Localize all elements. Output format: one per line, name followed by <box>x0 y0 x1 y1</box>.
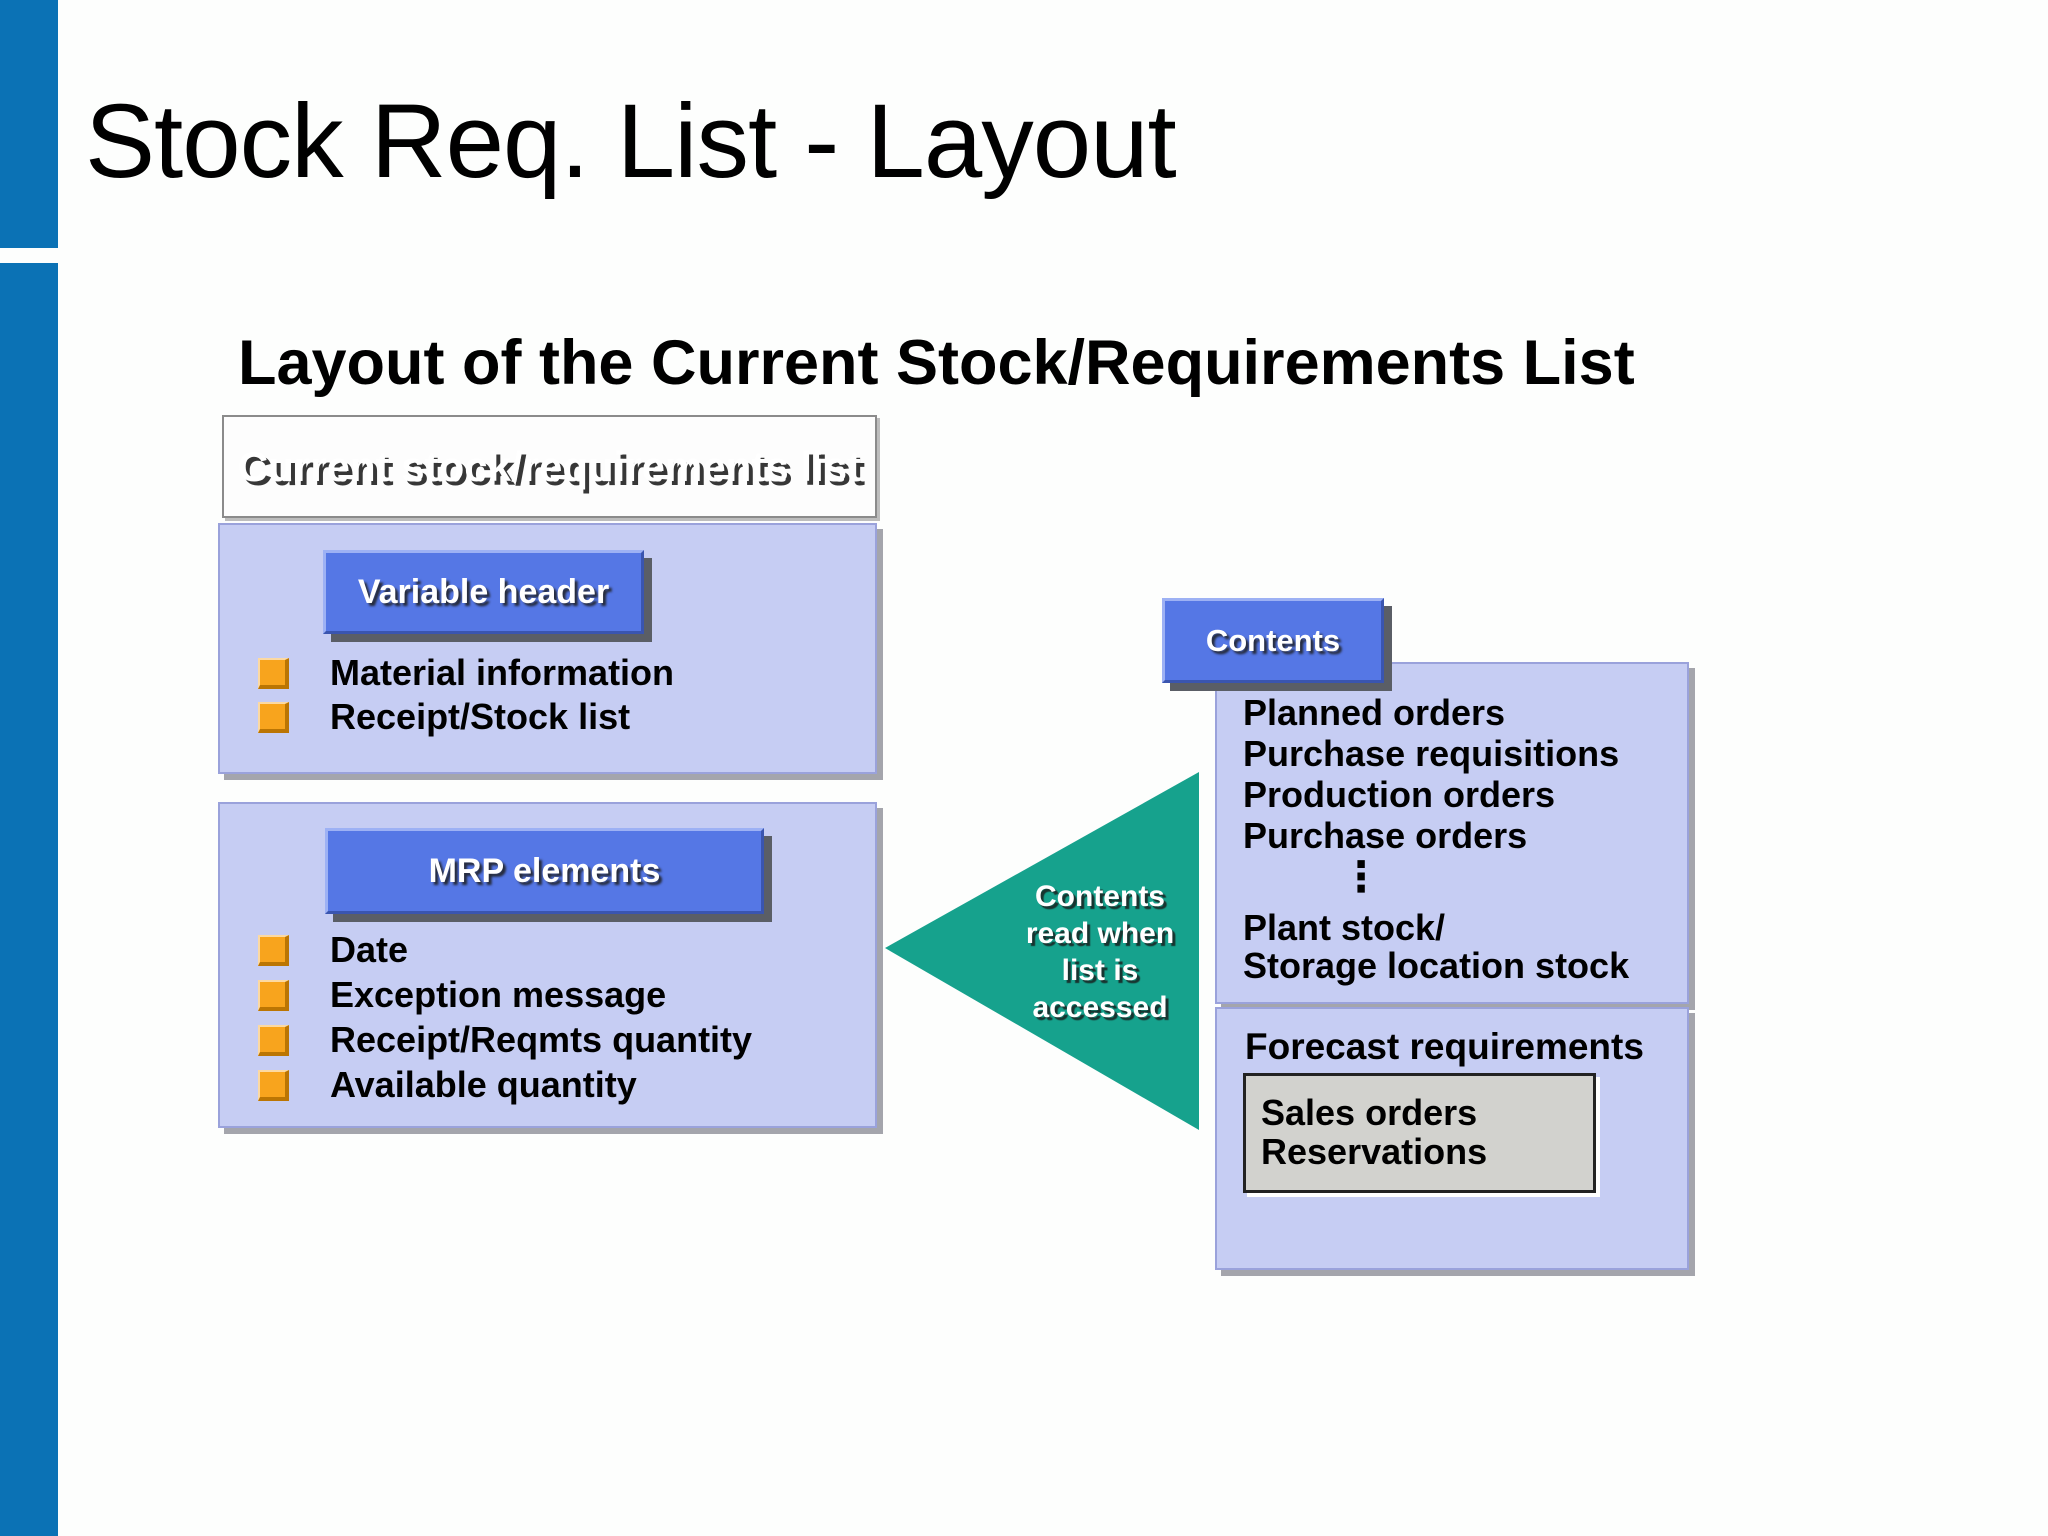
orange-bullet-icon <box>258 657 289 689</box>
current-stock-requirements-list-label: Current stock/requirements list <box>237 442 862 490</box>
arrow-caption-line: accessed <box>1032 991 1168 1024</box>
contents-button: Contents <box>1162 598 1384 683</box>
contents-item: Storage location stock <box>1243 945 1630 986</box>
contents-read-arrow-icon <box>885 772 1199 1130</box>
orange-bullet-icon <box>258 1024 289 1056</box>
contents-button-label: Contents <box>1205 622 1341 658</box>
left-accent-bar-top <box>0 0 58 248</box>
list-item: Exception message <box>258 973 666 1017</box>
list-item: Date <box>258 928 408 972</box>
list-item: Sales orders <box>1261 1092 1478 1133</box>
vertical-ellipsis: ⋮ <box>1340 852 1382 901</box>
variable-header-button: Variable header <box>323 550 644 634</box>
slide-title: Stock Req. List - Layout <box>85 83 1177 200</box>
variable-header-button-label: Variable header <box>357 572 610 611</box>
list-item: Available quantity <box>258 1063 637 1107</box>
list-item-label: Material information <box>330 652 675 693</box>
orange-bullet-icon <box>258 1069 289 1101</box>
sales-orders-inner-box <box>1243 1073 1596 1193</box>
arrow-caption: Contents read when list is accessed <box>958 878 1242 1026</box>
mrp-elements-button-label: MRP elements <box>428 851 661 890</box>
list-item-label: Date <box>330 929 409 970</box>
orange-bullet-icon <box>258 934 289 966</box>
orange-bullet-icon <box>258 979 289 1011</box>
arrow-caption-line: read when <box>1025 917 1175 950</box>
list-item-label: Receipt/Reqmts quantity <box>330 1019 753 1060</box>
contents-item: Purchase requisitions <box>1243 733 1620 774</box>
mrp-elements-button: MRP elements <box>325 828 764 914</box>
arrow-caption-line: Contents <box>1035 880 1165 913</box>
sales-orders-list: Sales orders Reservations <box>1261 1093 1487 1171</box>
contents-item-list: Planned orders Purchase requisitions Pro… <box>1243 692 1619 856</box>
list-item: Receipt/Reqmts quantity <box>258 1018 752 1062</box>
contents-item: Plant stock/ <box>1243 907 1446 948</box>
contents-item: Planned orders <box>1243 692 1506 733</box>
forecast-requirements-title: Forecast requirements <box>1245 1026 1644 1067</box>
list-item-label: Receipt/Stock list <box>330 696 631 737</box>
list-item-label: Available quantity <box>330 1064 637 1105</box>
arrow-caption-line: list is <box>1061 954 1139 987</box>
contents-panel <box>1215 662 1689 1004</box>
list-item: Reservations <box>1261 1131 1488 1172</box>
list-item-label: Exception message <box>330 974 667 1015</box>
left-accent-bar-bottom <box>0 263 58 1536</box>
contents-item: Purchase orders <box>1243 815 1528 856</box>
current-stock-requirements-list-box: Current stock/requirements list <box>222 415 877 518</box>
diagram-heading: Layout of the Current Stock/Requirements… <box>238 328 1635 398</box>
list-item: Receipt/Stock list <box>258 695 630 739</box>
contents-item: Production orders <box>1243 774 1556 815</box>
orange-bullet-icon <box>258 701 289 733</box>
list-item: Material information <box>258 651 674 695</box>
plant-stock-lines: Plant stock/ Storage location stock <box>1243 909 1629 985</box>
